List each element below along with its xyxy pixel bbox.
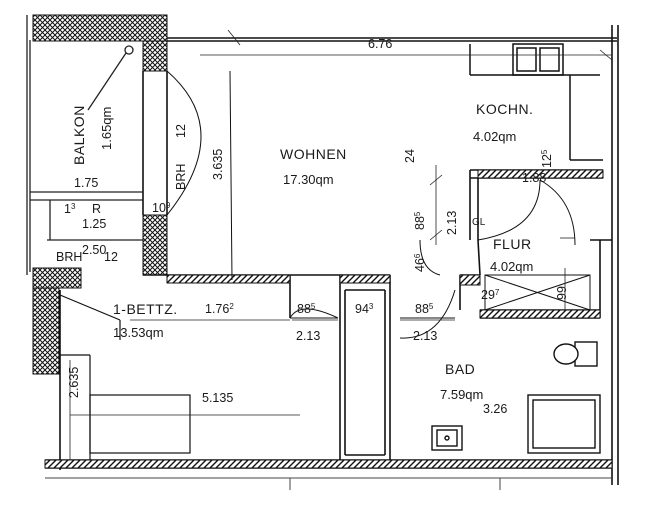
dim-balkon-12: 12 (104, 250, 118, 264)
label-brh-balkon: BRH (56, 250, 83, 264)
kitchen-sink (469, 43, 600, 160)
room-name-bettz: 1-BETTZ. (113, 301, 178, 317)
room-name-bad: BAD (445, 361, 476, 377)
dim-1762: 1.762 (205, 302, 234, 316)
label-gl: GL (472, 217, 486, 228)
dim-door-12: 12 (174, 124, 188, 138)
room-name-kochn: KOCHN. (476, 101, 534, 117)
dim-213c: 2.13 (413, 329, 438, 343)
dim-885b: 885 (297, 302, 316, 316)
dim-balkon-width1: 1.75 (74, 176, 99, 190)
dim-213a: 2.13 (445, 210, 459, 235)
dim-188: 1.88 (522, 171, 547, 185)
dim-2635: 2.635 (67, 366, 81, 398)
bathroom-fixtures (431, 341, 601, 454)
dimension-lines (30, 29, 613, 460)
dim-885a: 885 (413, 211, 427, 230)
walls (45, 25, 619, 485)
dim-balkon-width3: 2.50 (82, 243, 107, 257)
dim-326: 3.26 (483, 402, 508, 416)
room-area-bettz: 13.53qm (113, 325, 164, 340)
door-swings (166, 70, 576, 339)
room-area-flur: 4.02qm (490, 259, 534, 274)
label-r: R (92, 202, 102, 216)
dim-5135: 5.135 (202, 391, 234, 405)
dim-466: 466 (413, 253, 427, 272)
dim-balkon-13: 13 (64, 202, 76, 216)
dim-943: 943 (355, 302, 374, 316)
dim-297: 297 (481, 288, 500, 302)
room-area-wohnen: 17.30qm (283, 172, 334, 187)
label-brh-wohnen: BRH (174, 163, 188, 190)
dim-balkon-width2: 1.25 (82, 217, 107, 231)
dim-3635: 3.635 (211, 148, 225, 180)
wall-stubs (44, 169, 613, 469)
balkon-walls (32, 14, 168, 375)
room-name-flur: FLUR (493, 236, 532, 252)
flur-cross (484, 274, 591, 311)
room-area-kochn: 4.02qm (473, 129, 517, 144)
dim-99: 99 (555, 286, 569, 300)
dim-top-width: 6.76 (368, 37, 393, 51)
room-name-wohnen: WOHNEN (280, 146, 347, 162)
dim-213b: 2.13 (296, 329, 321, 343)
room-name-balkon: BALKON (71, 105, 87, 165)
room-area-bad: 7.59qm (440, 387, 484, 402)
bedroom-furniture (59, 294, 191, 460)
bottom-edge (45, 477, 612, 490)
dim-24: 24 (403, 149, 417, 163)
dim-109: 109 (152, 201, 171, 215)
dim-125b: 125 (540, 149, 554, 168)
dim-885c: 885 (415, 302, 434, 316)
room-area-balkon: 1.65qm (99, 106, 114, 150)
